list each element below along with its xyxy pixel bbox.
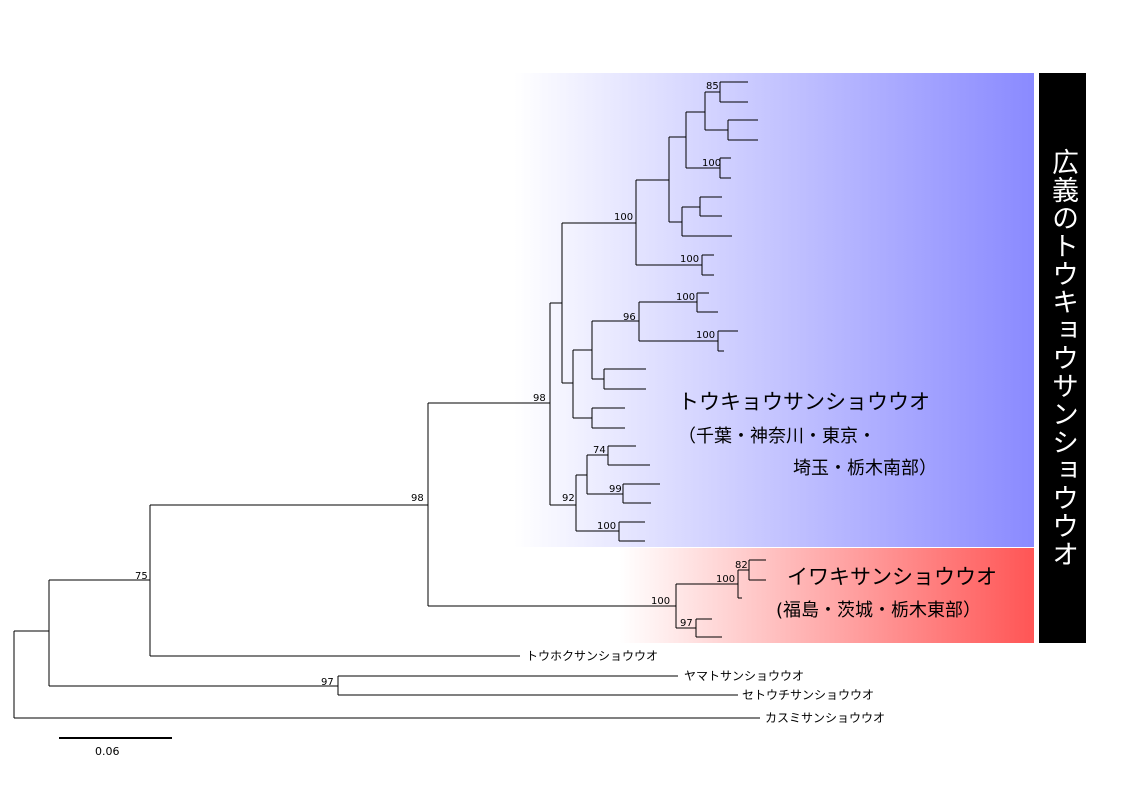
taxon-label-setouchi: セトウチサンショウウオ [742, 688, 874, 702]
bootstrap-value: 100 [680, 254, 699, 265]
bootstrap-value: 97 [321, 677, 334, 688]
bootstrap-value: 100 [597, 521, 616, 532]
taxon-label-yamato: ヤマトサンショウウオ [684, 669, 804, 683]
iwaki-clade-name: イワキサンショウウオ [787, 565, 997, 589]
bootstrap-value: 96 [623, 312, 636, 323]
bootstrap-value: 85 [706, 81, 719, 92]
bootstrap-value: 100 [716, 574, 735, 585]
scale-bar-label: 0.06 [95, 745, 120, 758]
bootstrap-value: 92 [562, 493, 575, 504]
bootstrap-value: 100 [696, 330, 715, 341]
iwaki-clade-region: (福島・茨城・栃木東部） [776, 600, 981, 621]
bootstrap-value: 97 [680, 618, 693, 629]
bootstrap-values: 85 100 100 100 100 96 100 98 74 99 92 10… [135, 81, 748, 688]
bootstrap-value: 99 [609, 484, 622, 495]
bootstrap-value: 100 [702, 158, 721, 169]
tokyo-clade-region-line1: （千葉・神奈川・東京・ [678, 426, 876, 447]
tokyo-clade-region-line2: 埼玉・栃木南部） [793, 458, 937, 479]
bootstrap-value: 100 [614, 212, 633, 223]
bootstrap-value: 75 [135, 571, 148, 582]
bootstrap-value: 98 [411, 493, 424, 504]
iwaki-clade-highlight [620, 548, 1034, 643]
bootstrap-value: 98 [533, 393, 546, 404]
bootstrap-value: 74 [593, 445, 606, 456]
broad-sense-clade-label: 広義のトウキョウサンショウウオ [1047, 148, 1078, 568]
bootstrap-value: 82 [735, 560, 748, 571]
broad-sense-clade-bar: 広義のトウキョウサンショウウオ [1039, 73, 1086, 643]
tree-branches [13, 81, 766, 739]
bootstrap-value: 100 [676, 292, 695, 303]
tokyo-clade-name: トウキョウサンショウウオ [678, 390, 930, 414]
taxon-label-tohoku: トウホクサンショウウオ [526, 649, 658, 663]
tokyo-clade-highlight [514, 73, 1034, 547]
taxon-label-kasumi: カスミサンショウウオ [765, 711, 885, 725]
bootstrap-value: 100 [651, 596, 670, 607]
